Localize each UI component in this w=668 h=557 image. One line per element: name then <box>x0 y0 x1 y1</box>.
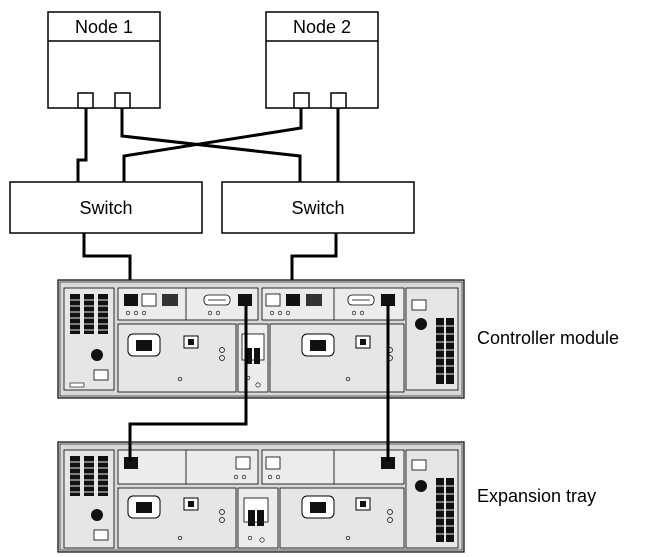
expansion-tray <box>57 441 465 553</box>
switch-2: Switch <box>221 181 415 234</box>
controller-a <box>117 287 259 321</box>
controller-right-vent <box>405 287 459 391</box>
esm-a <box>117 449 259 485</box>
node-2-port-a <box>293 92 310 109</box>
controller-power-supply-b <box>269 323 405 393</box>
expansion-center-module <box>237 487 279 549</box>
controller-b-expansion-port <box>381 294 395 306</box>
expansion-power-supply-b <box>279 487 405 549</box>
controller-b-ethernet-port <box>306 294 322 306</box>
switch-1: Switch <box>9 181 203 234</box>
node-1-label: Node 1 <box>75 17 133 37</box>
cable-node2-to-switch1 <box>122 106 303 182</box>
expansion-tray-label: Expansion tray <box>477 486 596 506</box>
cable-controller-a-to-esm-a-overlay <box>128 305 248 462</box>
expansion-left-vent <box>63 449 115 549</box>
cable-switch2-to-controller-b <box>290 233 338 295</box>
controller-left-vent <box>63 287 115 391</box>
expansion-power-supply-a <box>117 487 237 549</box>
controller-module-label: Controller module <box>477 328 619 348</box>
esm-b <box>261 449 405 485</box>
controller-a-expansion-port <box>238 294 252 306</box>
switch-1-box <box>9 181 203 234</box>
controller-power-supply-a <box>117 323 237 393</box>
node-1: Node 1 <box>47 11 161 109</box>
controller-center-module <box>237 323 269 393</box>
switch-2-label: Switch <box>291 198 344 218</box>
node-1-port-b <box>114 92 131 109</box>
cable-node1-to-switch1 <box>76 106 88 182</box>
controller-left-fan-icon <box>91 349 103 361</box>
switch-2-box <box>221 181 415 234</box>
controller-b-host-port <box>286 294 300 306</box>
controller-a-host-port <box>124 294 138 306</box>
controller-module <box>57 279 465 399</box>
node-2: Node 2 <box>265 11 379 109</box>
expansion-left-fan-icon <box>91 509 103 521</box>
node-2-box <box>265 11 379 109</box>
esm-b-port <box>381 457 395 469</box>
expansion-right-vent <box>405 449 459 549</box>
switch-1-label: Switch <box>79 198 132 218</box>
cables-overlay <box>128 305 390 462</box>
node-2-label: Node 2 <box>293 17 351 37</box>
controller-right-fan-icon <box>415 318 427 330</box>
cable-node1-to-switch2 <box>120 106 302 182</box>
node-1-port-a <box>77 92 94 109</box>
expansion-right-fan-icon <box>415 480 427 492</box>
node-2-port-b <box>330 92 347 109</box>
controller-b <box>261 287 405 321</box>
controller-a-ethernet-port <box>162 294 178 306</box>
esm-a-port <box>124 457 138 469</box>
cable-switch1-to-controller-a <box>82 233 132 295</box>
node-1-box <box>47 11 161 109</box>
